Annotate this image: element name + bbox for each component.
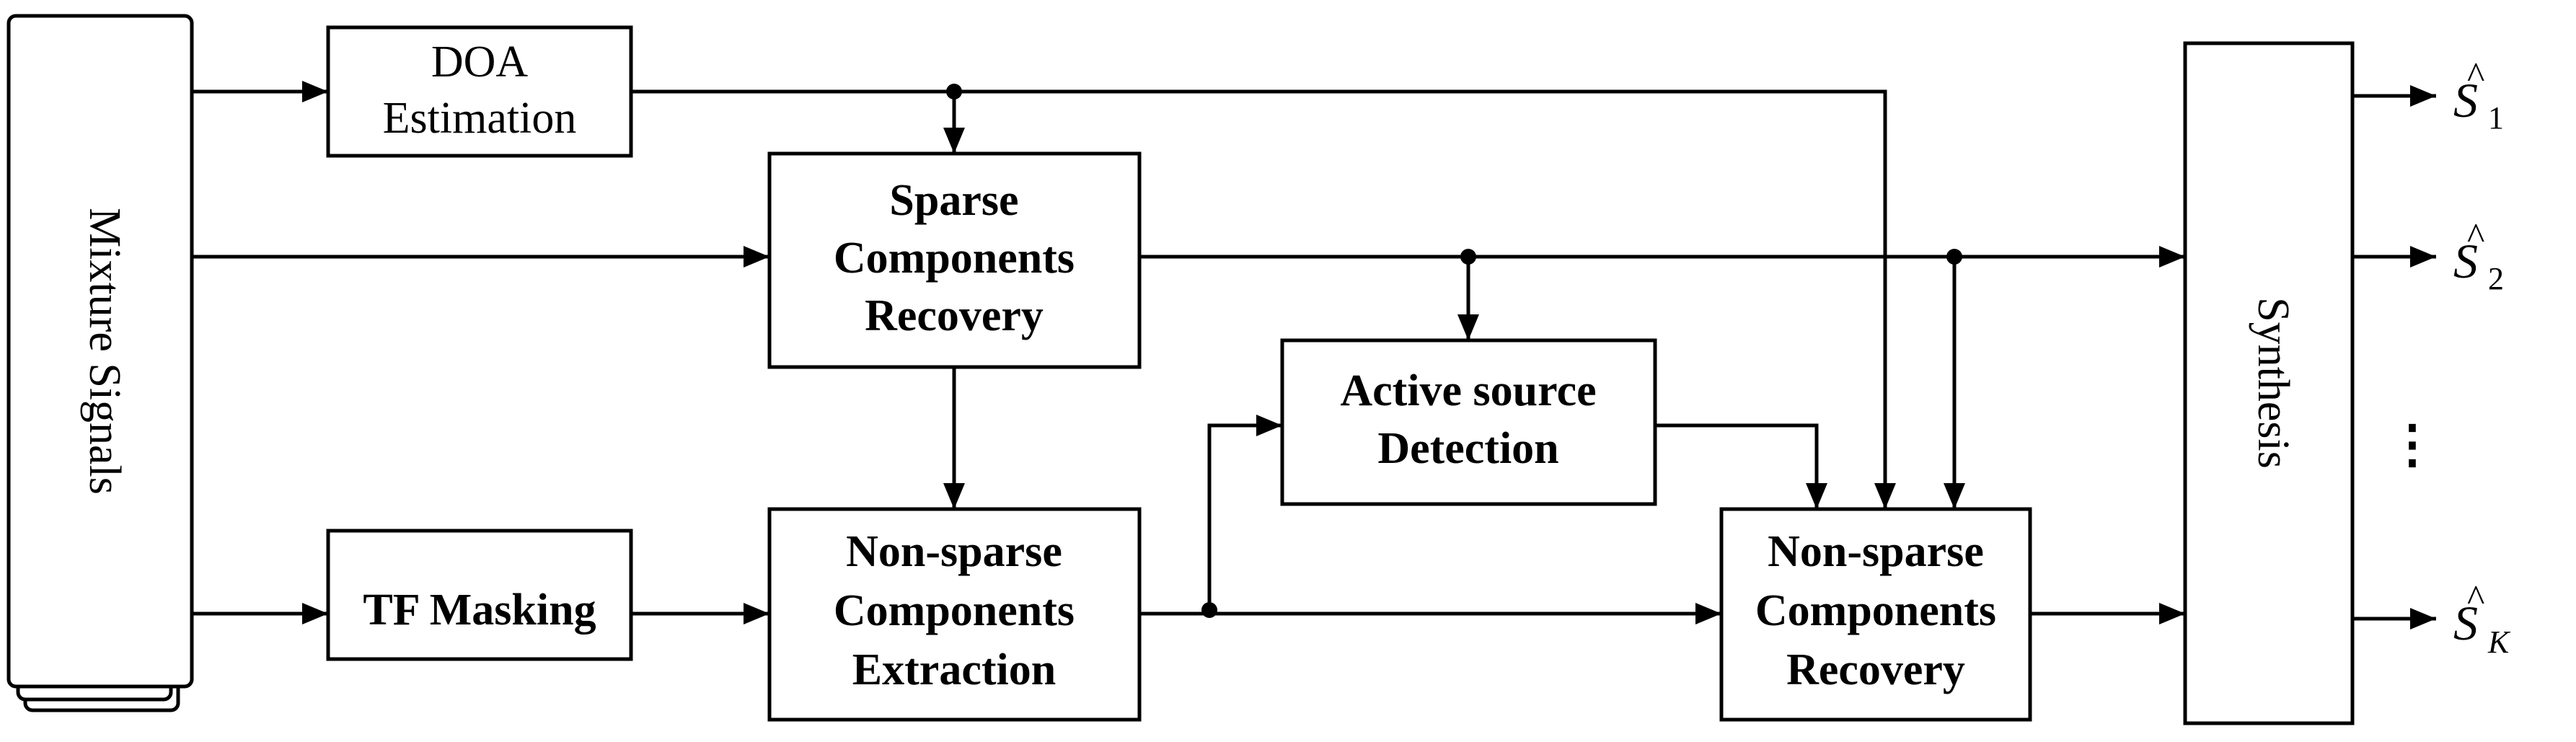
s1-hat: ^ <box>2467 56 2484 97</box>
s1-subscript: 1 <box>2488 100 2504 136</box>
extraction-label-line3: Extraction <box>852 645 1056 694</box>
active-label-line2: Detection <box>1377 424 1558 473</box>
mixture-stack-front <box>6 14 194 689</box>
output-s1-label: S ^ 1 <box>2453 56 2504 136</box>
output-sk-label: S ^ K <box>2453 578 2511 660</box>
synthesis-block: Synthesis <box>2183 41 2355 725</box>
active-label-line1: Active source <box>1340 366 1596 415</box>
synthesis-box <box>2183 41 2355 725</box>
junction-dot-doa <box>946 84 962 100</box>
junction-dot-extraction <box>1201 602 1217 618</box>
active-detection-box <box>1280 338 1657 506</box>
synthesis-label: Synthesis <box>2249 297 2298 469</box>
sparse-label-line1: Sparse <box>889 176 1018 225</box>
mixture-signals-block: Mixture Signals <box>6 14 194 712</box>
extraction-label-line2: Components <box>834 586 1075 635</box>
sk-symbol: S <box>2453 596 2478 650</box>
junction-dot-sparse-active <box>1460 249 1476 265</box>
nonsparse-recovery-box <box>1719 507 2032 722</box>
tf-masking-label: TF Masking <box>363 586 596 635</box>
sk-hat: ^ <box>2467 578 2484 619</box>
s2-hat: ^ <box>2467 216 2484 257</box>
sparse-label-line3: Recovery <box>865 291 1044 340</box>
recovery-label-line1: Non-sparse <box>1768 527 1984 576</box>
arrow-active-to-recovery <box>1655 423 1827 509</box>
recovery-label-line3: Recovery <box>1786 645 1965 694</box>
arrow-extraction-to-active <box>1207 415 1282 610</box>
active-source-detection-block: Active source Detection <box>1280 338 1657 506</box>
tf-masking-block: TF Masking <box>326 529 633 661</box>
nonsparse-extraction-box <box>767 507 1142 722</box>
arrow-doa-to-nonsparse-recovery <box>631 89 1896 509</box>
recovery-label-line2: Components <box>1755 586 1996 635</box>
s2-subscript: 2 <box>2488 261 2504 296</box>
doa-label-line2: Estimation <box>383 94 577 143</box>
mixture-signals-label: Mixture Signals <box>80 208 129 495</box>
doa-label-line1: DOA <box>431 37 529 87</box>
sparse-label-line2: Components <box>834 234 1075 283</box>
doa-estimation-block: DOA Estimation <box>326 25 633 158</box>
connections <box>192 81 2436 630</box>
extraction-label-line1: Non-sparse <box>846 527 1062 576</box>
sparse-components-recovery-block: Sparse Components Recovery <box>767 151 1142 369</box>
s2-symbol: S <box>2453 234 2478 288</box>
tf-masking-box <box>326 529 633 661</box>
output-s2-label: S ^ 2 <box>2453 216 2504 296</box>
s1-symbol: S <box>2453 73 2478 128</box>
output-ellipsis: ⋮ <box>2386 416 2438 474</box>
junction-dot-sparse-recovery <box>1946 249 1962 265</box>
sk-subscript: K <box>2487 624 2511 660</box>
nonsparse-extraction-block: Non-sparse Components Extraction <box>767 507 1142 722</box>
nonsparse-recovery-block: Non-sparse Components Recovery <box>1719 507 2032 722</box>
